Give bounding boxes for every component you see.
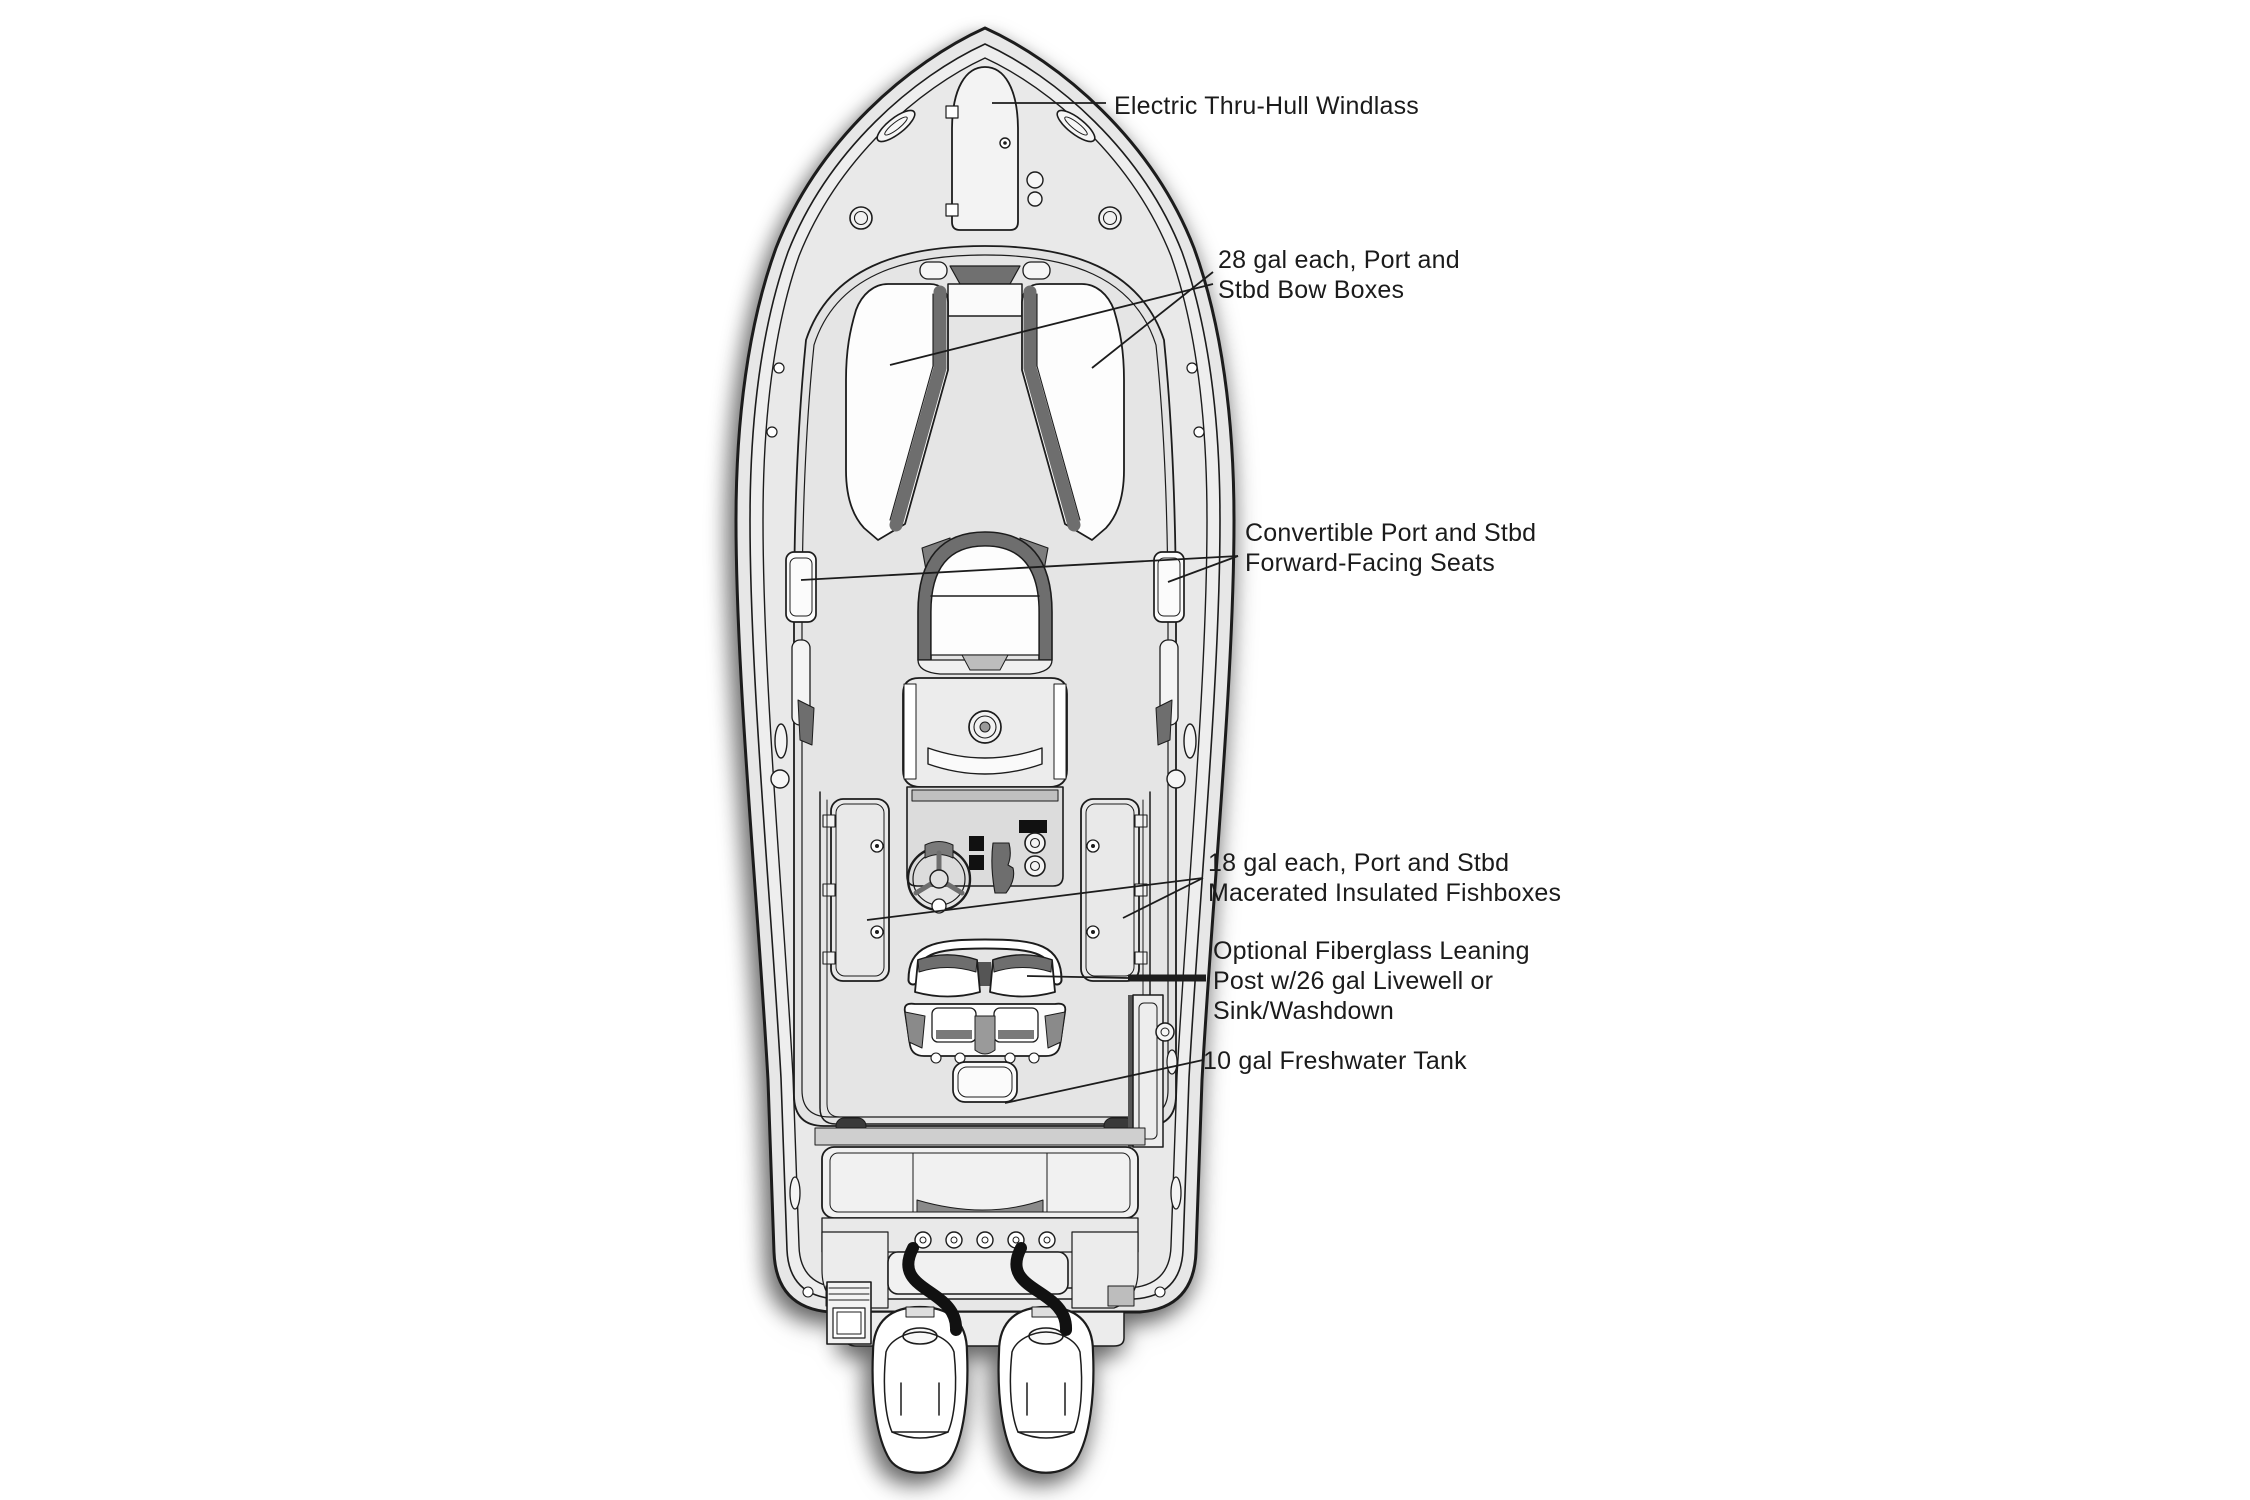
callout-text: Forward-Facing Seats: [1245, 549, 1495, 577]
locker-hinge: [945, 105, 959, 119]
cleat-port-aft: [789, 1176, 801, 1210]
callout-text: 28 gal each, Port and: [1218, 246, 1460, 274]
deck-fitting: [1026, 171, 1044, 189]
callout-windlass: Electric Thru-Hull Windlass: [1114, 91, 1419, 121]
platform-screw: [802, 1286, 814, 1298]
leaning-post-seat-port: [914, 954, 981, 998]
callout-text: Stbd Bow Boxes: [1218, 276, 1405, 304]
gunwale-screw: [1186, 362, 1198, 374]
aft-bench: [814, 1127, 1146, 1219]
cupholder-stbd: [1166, 769, 1186, 789]
switch-panel: [969, 836, 984, 851]
cleat-port-mid: [774, 723, 788, 759]
leader-seat-stbd: [1167, 555, 1239, 583]
callout-text: 18 gal each, Port and Stbd: [1208, 849, 1510, 877]
platform-pad: [1107, 1285, 1135, 1307]
leader-fishbox-port: [866, 877, 1204, 921]
gauge: [1024, 855, 1046, 877]
bow-latch: [1022, 261, 1051, 280]
console-footrest: [927, 747, 1043, 775]
deck-plate-port: [849, 206, 873, 230]
anchor-locker: [945, 66, 1019, 231]
gunwale-screw: [1193, 426, 1205, 438]
rigging-hoses: [902, 1242, 1072, 1336]
electronics-display: [1019, 820, 1047, 833]
console-forward-seat: [917, 531, 1053, 675]
helm-station: [906, 786, 1064, 914]
gauge: [1024, 832, 1046, 854]
callout-text: Macerated Insulated Fishboxes: [1208, 879, 1562, 907]
bow-box-port: [845, 283, 949, 541]
leader-freshwater: [1004, 1059, 1204, 1104]
rigging-fittings: [914, 1231, 1056, 1249]
throttle-lever: [991, 842, 1015, 894]
fishbox-hatch-port: [822, 798, 890, 982]
convertible-seat-port: [785, 551, 817, 746]
gunwale-screw: [773, 362, 785, 374]
leader-lines: [800, 102, 1239, 1104]
ladder-bracket: [826, 1281, 872, 1345]
outboard-engine-port: [871, 1305, 969, 1474]
platform-screw: [1154, 1286, 1166, 1298]
callout-leaning-post: Optional Fiberglass Leaning Post w/26 ga…: [1213, 936, 1530, 1026]
bow-cleat-port: [876, 109, 916, 143]
leaning-post: [903, 938, 1067, 1103]
callout-text: Electric Thru-Hull Windlass: [1114, 92, 1420, 120]
door-fitting: [1155, 1022, 1175, 1042]
cleat-stbd-mid: [1183, 723, 1197, 759]
cooler-seat-lid: [957, 1066, 1013, 1098]
leader-leaning-post: [1026, 975, 1129, 979]
side-door-stbd: [1128, 994, 1178, 1148]
bow-step: [919, 261, 1051, 317]
bow-deck: [849, 66, 1122, 231]
door-handle: [1166, 1049, 1178, 1075]
callout-text: Convertible Port and Stbd: [1245, 519, 1537, 547]
switch-panel: [969, 855, 984, 870]
callout-freshwater: 10 gal Freshwater Tank: [1203, 1046, 1467, 1076]
callout-text: Sink/Washdown: [1213, 997, 1394, 1025]
cooler-seat: [952, 1061, 1018, 1103]
center-console: [902, 677, 1068, 788]
callout-forward-seats: Convertible Port and Stbd Forward-Facing…: [1245, 518, 1536, 578]
callout-fishboxes: 18 gal each, Port and Stbd Macerated Ins…: [1208, 848, 1561, 908]
bow-latch: [919, 261, 948, 280]
cupholder-port: [770, 769, 790, 789]
leaning-post-seat-stbd: [989, 954, 1056, 998]
steering-wheel: [906, 841, 972, 914]
leader-fishbox-stbd: [1122, 877, 1204, 919]
callout-text: 10 gal Freshwater Tank: [1203, 1047, 1467, 1075]
leader-seat-port: [800, 555, 1239, 581]
callout-text: Post w/26 gal Livewell or: [1213, 967, 1494, 995]
callout-text: Optional Fiberglass Leaning: [1213, 937, 1530, 965]
locker-hinge: [945, 203, 959, 217]
bow-box-stbd: [1021, 283, 1125, 541]
deck-plate-stbd: [1098, 206, 1122, 230]
deck-fitting: [1027, 191, 1043, 207]
compass: [968, 710, 1002, 744]
leader-bow-box-stbd: [1091, 271, 1214, 369]
gunwale-screw: [766, 426, 778, 438]
deck-details: [766, 66, 1205, 1345]
callout-bow-boxes: 28 gal each, Port and Stbd Bow Boxes: [1218, 245, 1460, 305]
convertible-seat-stbd: [1153, 551, 1185, 746]
outboard-engine-stbd: [997, 1305, 1095, 1474]
bow-cleat-stbd: [1056, 109, 1096, 143]
leader-bow-box-port: [889, 283, 1214, 366]
cleat-stbd-aft: [1170, 1176, 1182, 1210]
